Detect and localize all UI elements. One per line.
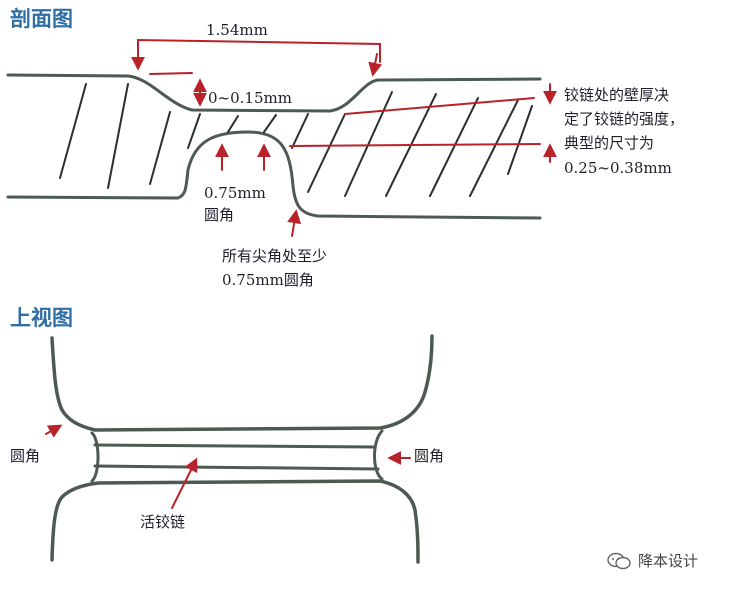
top-view-heading: 上视图 bbox=[10, 306, 73, 330]
dimension-gap-label: 0~0.15mm bbox=[208, 89, 292, 107]
hinge-upper-edge bbox=[93, 443, 377, 449]
corner-arrow bbox=[287, 209, 302, 237]
section-hatching bbox=[59, 83, 533, 197]
hinge-right-fillet bbox=[373, 429, 384, 481]
dimension-width-right-arrow bbox=[368, 53, 383, 77]
top-view-outline bbox=[50, 334, 434, 564]
wall-reference-line-top bbox=[344, 97, 535, 115]
top-view-hinge bbox=[90, 429, 384, 483]
hinge-arrow bbox=[171, 457, 198, 509]
section-view-heading: 剖面图 bbox=[10, 7, 73, 31]
dimension-width-label: 1.54mm bbox=[206, 21, 268, 39]
watermark: 降本设计 bbox=[606, 550, 698, 571]
wall-note-line4: 0.25~0.38mm bbox=[564, 159, 672, 177]
gap-reference-line bbox=[149, 72, 193, 75]
left-fillet-arrow bbox=[45, 424, 63, 438]
corner-note-line2: 0.75mm圆角 bbox=[222, 271, 314, 289]
radius-label-line1: 0.75mm bbox=[204, 184, 266, 202]
wall-note-line3: 典型的尺寸为 bbox=[564, 134, 655, 152]
hinge-left-fillet bbox=[90, 431, 100, 483]
section-bottom-outline bbox=[6, 130, 542, 220]
wall-reference-line-bottom bbox=[289, 143, 541, 147]
hinge-label: 活铰链 bbox=[140, 513, 186, 531]
hinge-lower-edge bbox=[93, 464, 380, 471]
wall-note-line1: 铰链处的壁厚决 bbox=[564, 86, 670, 104]
right-fillet-label: 圆角 bbox=[414, 447, 445, 465]
section-top-outline bbox=[6, 73, 542, 113]
section-annotations bbox=[131, 38, 557, 237]
top-view-annotations bbox=[45, 424, 411, 509]
corner-note-line1: 所有尖角处至少 bbox=[222, 247, 328, 265]
dimension-width-bracket bbox=[137, 38, 381, 67]
watermark-text: 降本设计 bbox=[638, 552, 699, 570]
chat-bubble-icon bbox=[607, 552, 631, 569]
wall-note-line2: 定了铰链的强度， bbox=[564, 110, 685, 128]
left-fillet-label: 圆角 bbox=[10, 447, 41, 465]
top-view-upper-part bbox=[50, 334, 434, 432]
section-profile bbox=[6, 73, 542, 220]
top-view-lower-part bbox=[50, 479, 420, 564]
radius-label-line2: 圆角 bbox=[204, 206, 235, 224]
